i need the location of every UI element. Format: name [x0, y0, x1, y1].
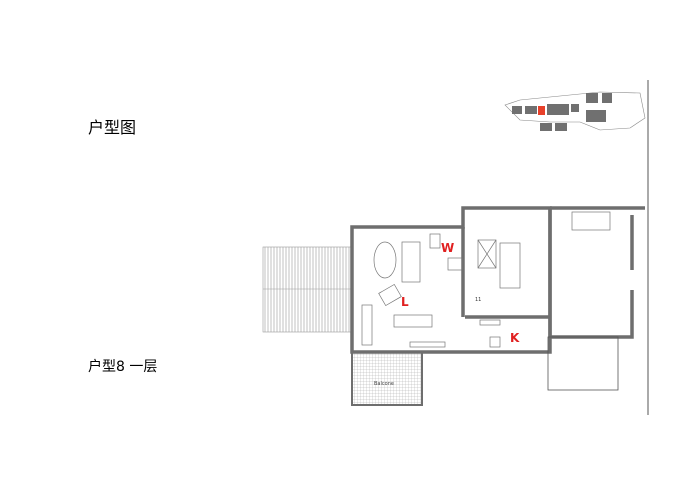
kitchen-label: K — [510, 331, 520, 345]
balcony-label: Balcone — [374, 381, 394, 387]
furniture — [361, 211, 611, 348]
right-patio — [547, 336, 619, 391]
level-mark: 11 — [475, 297, 481, 303]
site-map-thumbnail — [504, 91, 646, 131]
highlighted-unit — [538, 106, 545, 115]
living-label: L — [401, 295, 409, 309]
unit-floor-label: 户型8 一层 — [88, 359, 158, 375]
balcony — [351, 351, 423, 406]
walls — [350, 206, 645, 354]
terrace — [262, 246, 353, 333]
wc-label: W — [441, 241, 454, 255]
page-title: 户型图 — [88, 118, 137, 137]
